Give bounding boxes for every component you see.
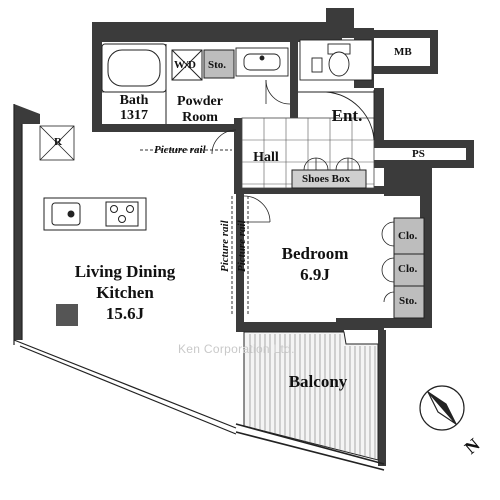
wd-sto [171, 49, 235, 81]
bedroom-area: 6.9J [300, 265, 330, 284]
balcony-label: Balcony [288, 372, 348, 391]
refrigerator-box [39, 125, 75, 161]
toilet [299, 39, 373, 81]
entrance-door [298, 90, 375, 141]
ps-label: PS [412, 148, 425, 160]
kitchen-counter [43, 197, 147, 231]
picture-rail-label-3: Picture rail [236, 220, 248, 272]
closet-1-label: Clo. [398, 230, 418, 242]
ldk-window [13, 104, 237, 435]
powder-room-line2: Room [182, 110, 218, 125]
ldk-name-line2: Kitchen [96, 283, 154, 302]
hall-label: Hall [253, 150, 279, 165]
bedroom-name: Bedroom [281, 244, 349, 263]
storage-top-label: Sto. [208, 59, 227, 71]
entrance-label: Ent. [331, 106, 363, 125]
ldk-name-line1: Living Dining [74, 262, 176, 281]
powder-room-line1: Powder [177, 94, 223, 109]
bath-size: 1317 [120, 108, 148, 123]
bedroom-closets [393, 217, 425, 319]
closet-doors [381, 221, 395, 303]
picture-rail-label-2: Picture rail [219, 220, 231, 272]
watermark: Ken Corporation Ltd. [178, 342, 295, 356]
refrigerator-label: R [54, 136, 62, 148]
mb-label: MB [394, 46, 412, 58]
balcony-hatch [249, 334, 376, 460]
compass [419, 385, 465, 431]
shoes-box-label: Shoes Box [302, 173, 350, 185]
picture-rail-label-1: Picture rail [154, 144, 206, 156]
shoes-box [291, 169, 367, 189]
ldk-area: 15.6J [105, 304, 145, 323]
picture-rails [140, 149, 249, 316]
balcony-rail [235, 423, 385, 471]
powder-door [265, 79, 291, 105]
storage-bedroom-label: Sto. [399, 295, 418, 307]
washbasin [235, 47, 289, 77]
hall-doors [303, 157, 361, 171]
bath-name: Bath [119, 93, 149, 108]
wd-label: W/D [174, 59, 196, 71]
closet-2-label: Clo. [398, 263, 418, 275]
bathtub [101, 43, 167, 93]
